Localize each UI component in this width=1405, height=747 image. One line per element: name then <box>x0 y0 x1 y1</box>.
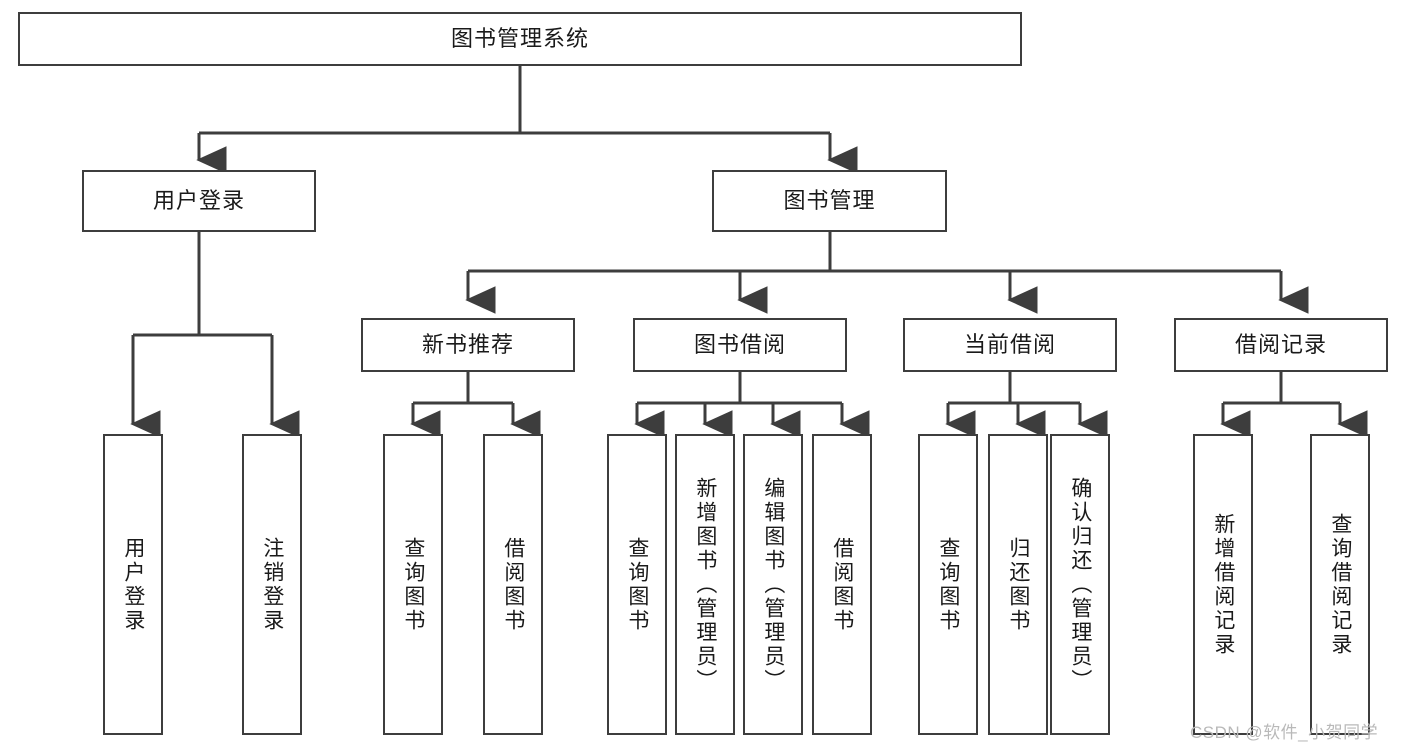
node-current-borrow[interactable]: 当前借阅 <box>903 318 1117 372</box>
node-label: 借阅记录 <box>1234 331 1327 357</box>
node-label: 图书管理 <box>783 187 876 213</box>
node-label: 用户登录 <box>121 536 145 633</box>
node-leaf-query-book-borrow[interactable]: 查询图书 <box>607 434 667 735</box>
node-root-book-management-system[interactable]: 图书管理系统 <box>18 12 1022 66</box>
node-label: 查询借阅记录 <box>1328 512 1352 657</box>
node-label: 用户登录 <box>152 187 245 213</box>
node-leaf-add-borrow-record[interactable]: 新增借阅记录 <box>1193 434 1253 735</box>
node-leaf-borrow-book-newbook[interactable]: 借阅图书 <box>483 434 543 735</box>
node-label: 借阅图书 <box>830 536 854 633</box>
node-label: 查询图书 <box>936 536 960 633</box>
node-label: 查询图书 <box>625 536 649 633</box>
node-new-book-recommend[interactable]: 新书推荐 <box>361 318 575 372</box>
node-leaf-logout[interactable]: 注销登录 <box>242 434 302 735</box>
node-leaf-confirm-return-admin[interactable]: 确认归还（管理员） <box>1050 434 1110 735</box>
node-book-borrow[interactable]: 图书借阅 <box>633 318 847 372</box>
node-leaf-user-login[interactable]: 用户登录 <box>103 434 163 735</box>
node-label: 图书借阅 <box>693 331 786 357</box>
node-label: 新增借阅记录 <box>1211 512 1235 657</box>
node-leaf-borrow-book[interactable]: 借阅图书 <box>812 434 872 735</box>
node-book-management[interactable]: 图书管理 <box>712 170 947 232</box>
node-leaf-query-borrow-record[interactable]: 查询借阅记录 <box>1310 434 1370 735</box>
node-borrow-record[interactable]: 借阅记录 <box>1174 318 1388 372</box>
node-label: 新增图书（管理员） <box>693 476 717 693</box>
node-label: 查询图书 <box>401 536 425 633</box>
node-leaf-query-book-current[interactable]: 查询图书 <box>918 434 978 735</box>
node-leaf-return-book[interactable]: 归还图书 <box>988 434 1048 735</box>
node-label: 新书推荐 <box>421 331 514 357</box>
node-leaf-edit-book-admin[interactable]: 编辑图书（管理员） <box>743 434 803 735</box>
node-label: 确认归还（管理员） <box>1068 476 1092 693</box>
node-leaf-add-book-admin[interactable]: 新增图书（管理员） <box>675 434 735 735</box>
node-label: 当前借阅 <box>963 331 1056 357</box>
node-label: 编辑图书（管理员） <box>761 476 785 693</box>
node-leaf-query-book-newbook[interactable]: 查询图书 <box>383 434 443 735</box>
csdn-watermark: CSDN @软件_小贺同学 <box>1190 723 1379 742</box>
node-label: 归还图书 <box>1006 536 1030 633</box>
node-label: 图书管理系统 <box>450 25 589 51</box>
node-user-login[interactable]: 用户登录 <box>82 170 316 232</box>
node-label: 注销登录 <box>260 536 284 633</box>
node-label: 借阅图书 <box>501 536 525 633</box>
